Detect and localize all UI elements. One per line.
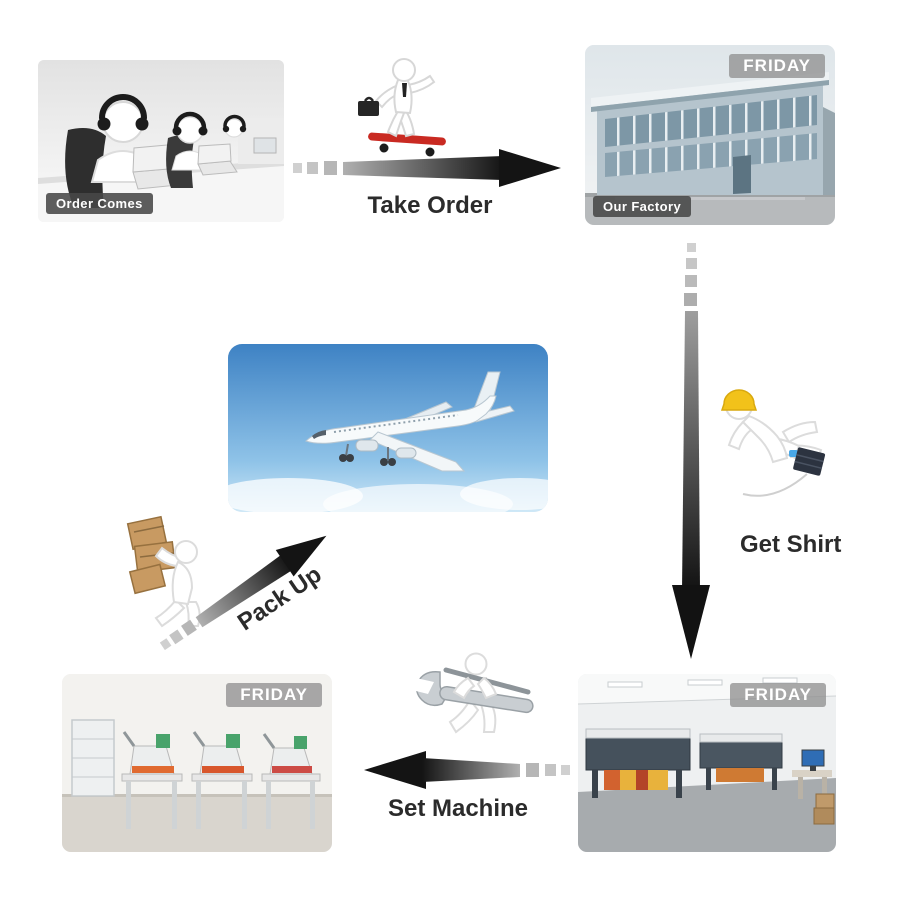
print-shop-illustration [578,674,836,852]
call-center-illustration [38,60,284,222]
factory-friday-badge: FRIDAY [729,54,825,78]
wrench-runner-icon [412,652,534,734]
hard-hat-worker-figure [695,366,845,511]
wrench-runner-figure [410,648,540,760]
airplane-illustration [228,344,548,512]
order-comes-caption: Order Comes [46,193,153,214]
print-shop-friday-badge: FRIDAY [730,683,826,707]
press-shop-friday-badge: FRIDAY [226,683,322,707]
right-arrow-icon [293,149,561,187]
skateboard-courier-icon [358,58,446,157]
get-shirt-label: Get Shirt [740,531,842,558]
our-factory-caption: Our Factory [593,196,692,217]
air-shipping-photo [228,344,548,512]
order-comes-photo: Order Comes [38,60,284,222]
box-carrier-figure [118,512,226,634]
factory-photo: FRIDAY Our Factory [585,45,835,225]
down-arrow-icon [672,243,710,659]
hard-hat-worker-icon [720,389,826,497]
left-arrow-icon [364,751,570,789]
take-order-label: Take Order [367,192,493,219]
set-machine-arrow [362,748,572,792]
box-carrier-icon [126,515,201,628]
set-machine-label: Set Machine [387,795,529,822]
diagonal-arrow-icon [159,535,327,651]
press-workshop-photo: FRIDAY [62,674,332,852]
get-shirt-arrow [669,243,713,663]
pack-up-arrow [152,519,338,661]
print-shop-photo: FRIDAY [578,674,836,852]
skateboard-courier-figure [340,55,465,160]
take-order-arrow [293,146,563,190]
